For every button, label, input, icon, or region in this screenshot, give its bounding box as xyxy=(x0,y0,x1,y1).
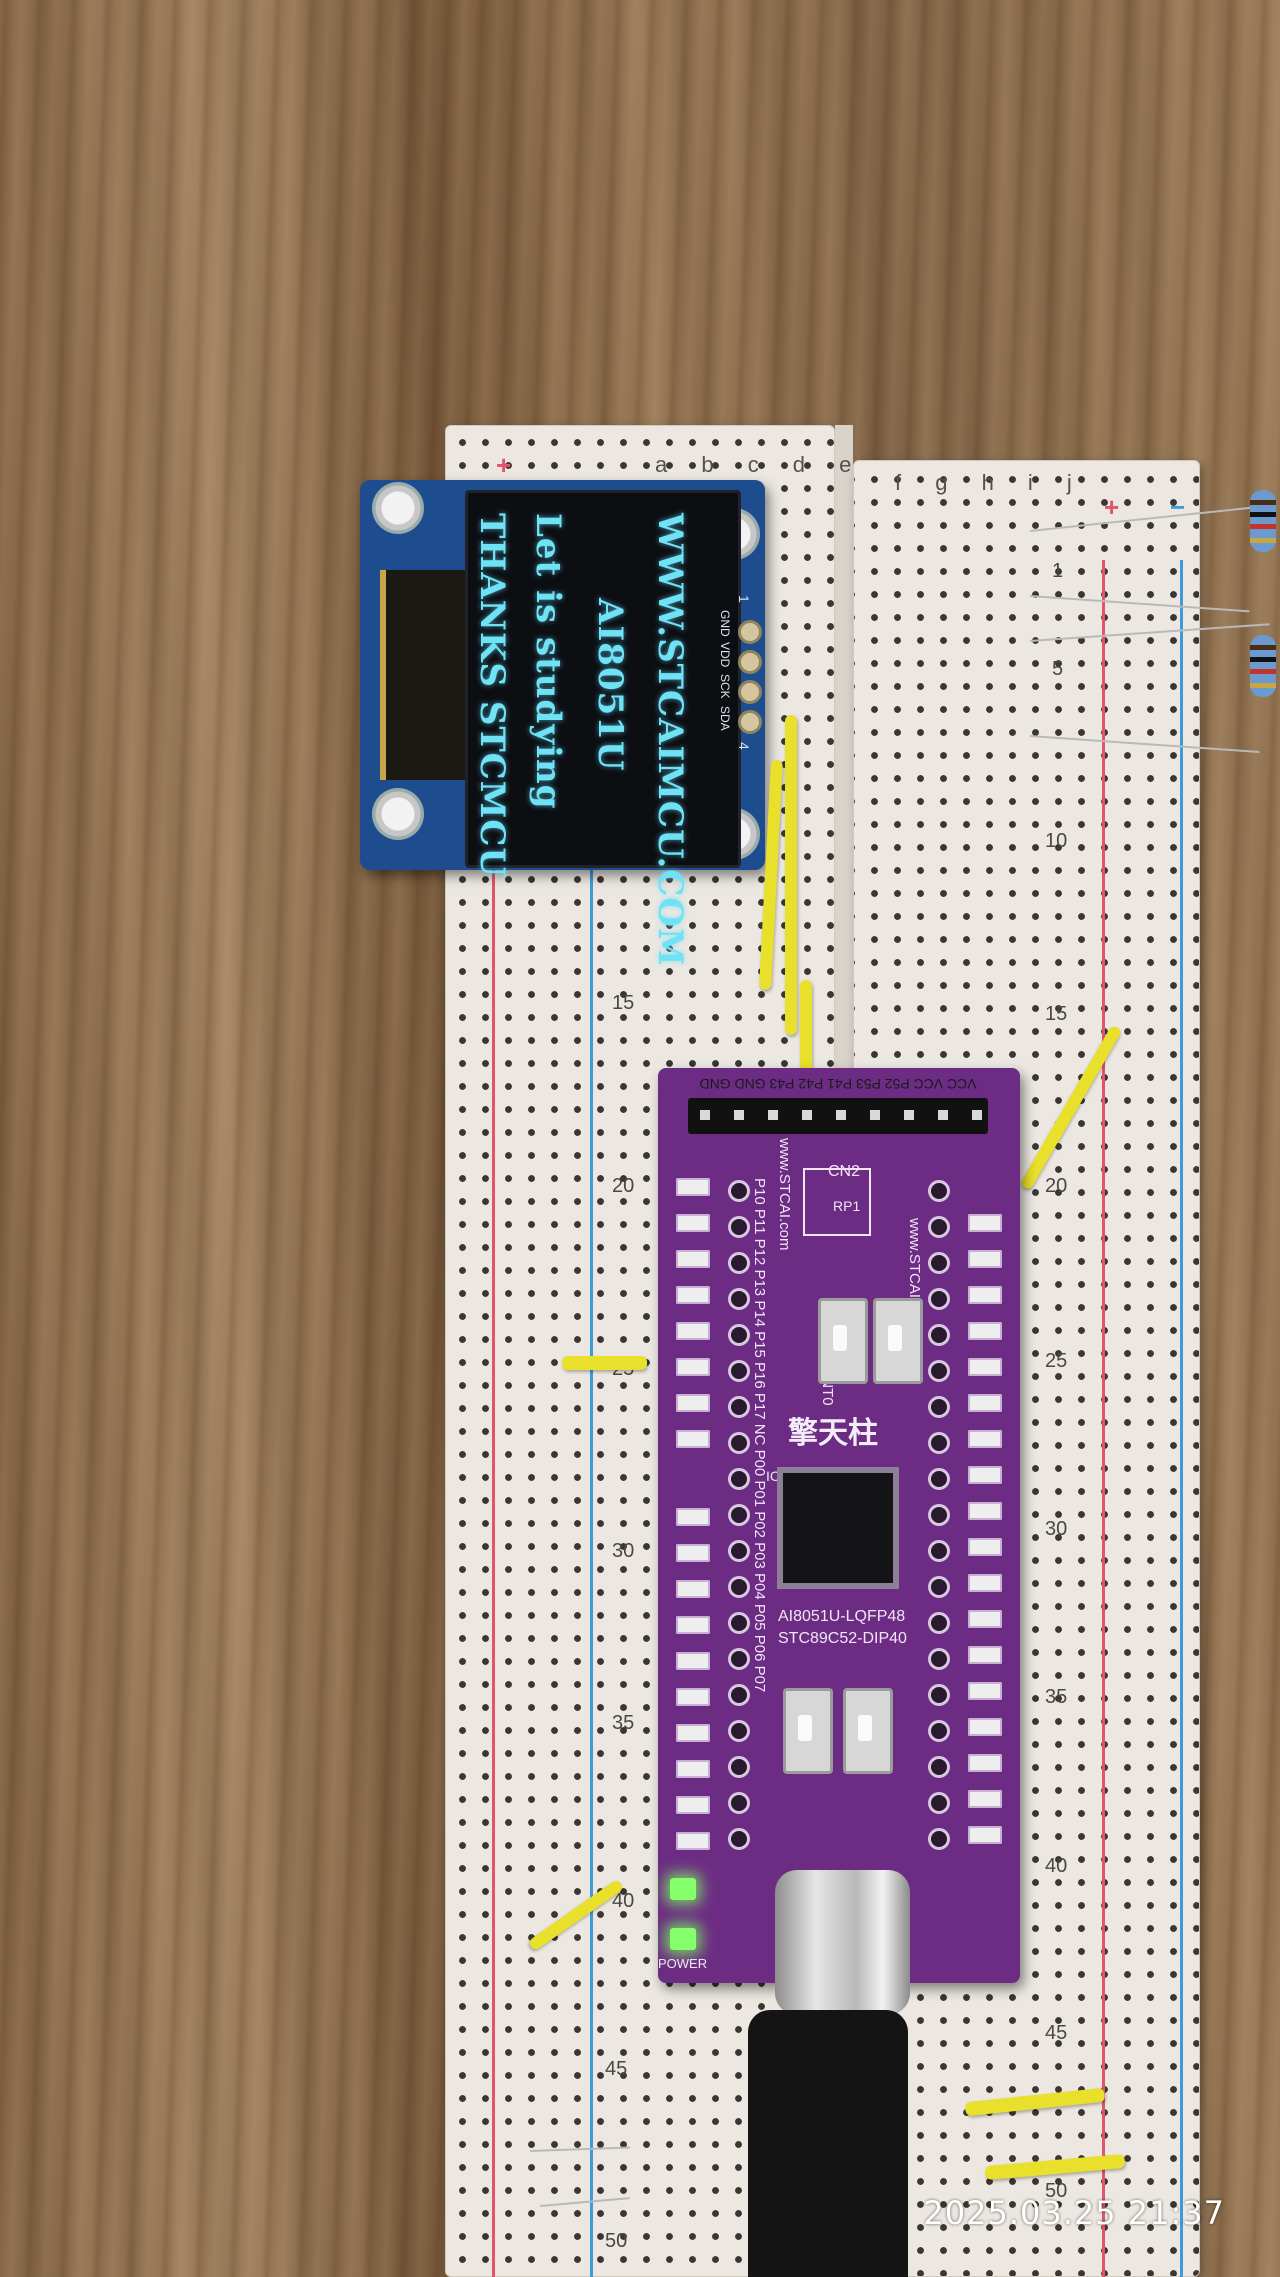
row-number-right-35: 35 xyxy=(1045,1686,1068,1708)
usb-cable xyxy=(748,2010,908,2277)
oled-pin-sck xyxy=(738,680,762,704)
tactile-button[interactable] xyxy=(783,1688,833,1774)
oled-display-module: WWW.STCAIMCU.COM AI8051U Let is studying… xyxy=(360,480,765,967)
power-label: POWER xyxy=(658,1956,708,1971)
power-led xyxy=(670,1928,696,1950)
tactile-button[interactable] xyxy=(818,1298,868,1384)
oled-pin-label-vdd: VDD xyxy=(718,642,732,668)
row-number-right-25: 25 xyxy=(1045,1350,1068,1372)
mcu-chip xyxy=(783,1473,893,1583)
jumper-wire xyxy=(785,715,797,1035)
mount-hole xyxy=(372,482,424,534)
column-letters-left: a b c d e xyxy=(655,452,866,477)
mcu-dev-board: VCC VCC P52 P53 P41 P42 P43 GND GND xyxy=(658,1068,1020,1983)
oled-pin-sda xyxy=(738,710,762,734)
cn2-label: CN2 xyxy=(828,1163,861,1180)
row-number-right-10: 10 xyxy=(1045,830,1068,852)
oled-pin-label-gnd: GND xyxy=(718,610,732,637)
rp1-label: RP1 xyxy=(833,1198,861,1214)
oled-pin-vdd xyxy=(738,650,762,674)
header-pin-labels: VCC VCC P52 P53 P41 P42 P43 GND GND xyxy=(699,1076,977,1092)
oled-line-1: WWW.STCAIMCU.COM xyxy=(650,513,690,967)
oled-line-3: Let is studying xyxy=(528,513,568,810)
row-number-left-20: 20 xyxy=(612,1175,635,1197)
silk-url-left: www.STCAI.com xyxy=(776,1138,793,1251)
row-number-right-20: 20 xyxy=(1045,1175,1068,1197)
usb-c-connector xyxy=(775,1870,910,2015)
status-led xyxy=(670,1878,696,1900)
row-number-left-40: 40 xyxy=(612,1890,635,1912)
jumper-wire xyxy=(562,1356,647,1370)
row-number-right-40: 40 xyxy=(1045,1855,1068,1877)
oled-pin-number-1: 1 xyxy=(736,595,752,603)
board-brand-label: 擎天柱 xyxy=(788,1417,878,1450)
row-number-left-35: 35 xyxy=(612,1712,635,1734)
oled-line-2: AI8051U xyxy=(590,598,630,772)
row-number-left-45: 45 xyxy=(605,2058,628,2080)
minus-sign-right: − xyxy=(1170,492,1186,522)
rail-negative-left xyxy=(590,870,593,2277)
cn2-footprint xyxy=(803,1168,871,1236)
row-number-right-45: 45 xyxy=(1045,2022,1068,2044)
resistor-2 xyxy=(1250,635,1276,697)
oled-pin-label-sck: SCK xyxy=(718,674,732,699)
oled-pin-gnd xyxy=(738,620,762,644)
row-number-right-15: 15 xyxy=(1045,1003,1068,1025)
mount-hole xyxy=(372,788,424,840)
row-number-right-5: 5 xyxy=(1052,658,1064,680)
row-number-left-15: 15 xyxy=(612,992,635,1014)
row-number-left-30: 30 xyxy=(612,1540,635,1562)
chip-label-2: STC89C52-DIP40 xyxy=(778,1630,907,1647)
row-number-right-1: 1 xyxy=(1052,560,1064,582)
tactile-button[interactable] xyxy=(873,1298,923,1384)
tactile-button[interactable] xyxy=(843,1688,893,1774)
rail-negative-right xyxy=(1180,560,1183,2277)
plus-sign-right: + xyxy=(1104,492,1120,522)
ic1-label: IC1 xyxy=(766,1468,788,1484)
oled-pin-label-sda: SDA xyxy=(718,706,732,731)
oled-screen: WWW.STCAIMCU.COM AI8051U Let is studying… xyxy=(465,490,741,967)
jumper-wire xyxy=(800,980,812,1075)
photo-timestamp: 2025.03.25 21:37 xyxy=(923,2194,1225,2232)
left-pin-labels: P10 P11 P12 P13 P14 P15 P16 P17 NC P00 P… xyxy=(751,1178,768,1693)
row-number-right-50: 50 xyxy=(1045,2180,1068,2202)
chip-label: AI8051U-LQFP48 xyxy=(778,1608,906,1625)
row-number-right-30: 30 xyxy=(1045,1518,1068,1540)
pin-header xyxy=(688,1098,988,1134)
plus-sign-left: + xyxy=(496,450,512,480)
row-number-left-50: 50 xyxy=(605,2230,628,2252)
column-letters-right: f g h i j xyxy=(895,470,1086,495)
rail-positive-left xyxy=(492,870,495,2277)
oled-line-4: THANKS STCMCU xyxy=(472,513,512,879)
resistor-1 xyxy=(1250,490,1276,552)
rail-positive-right xyxy=(1102,560,1105,2277)
oled-pin-number-4: 4 xyxy=(736,742,752,750)
oled-ribbon-cable xyxy=(380,570,476,780)
